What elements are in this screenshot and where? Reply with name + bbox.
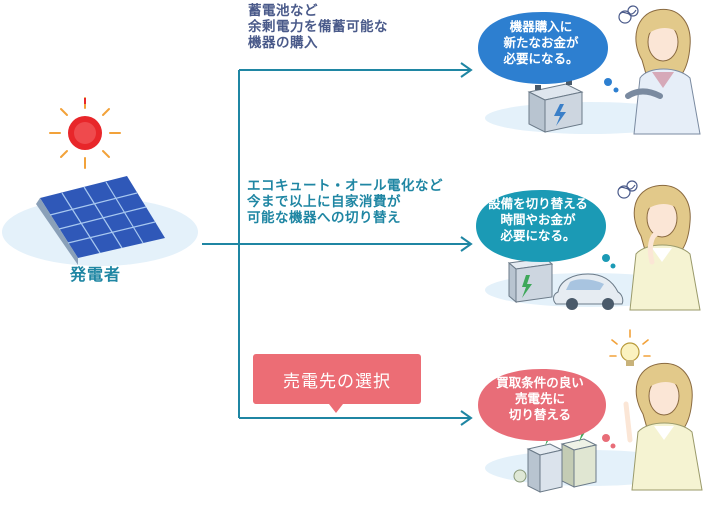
woman-idea-icon <box>623 362 703 491</box>
bubble-3-text: 買取条件の良い 売電先に 切り替える <box>480 375 600 423</box>
bubble-2 <box>476 190 606 262</box>
option-1-line-3: 機器の購入 <box>248 35 318 51</box>
option-2-line-1: エコキュート・オール電化など <box>247 178 443 194</box>
bubble-2-text: 設備を切り替える 時間やお金が 必要になる。 <box>478 196 598 244</box>
bubble-2-line-1: 設備を切り替える <box>488 196 588 211</box>
producer-label: 発電者 <box>70 265 122 284</box>
option-2-line-2: 今まで以上に自家消費が <box>247 194 401 210</box>
option-3-label: 売電先の選択 <box>253 354 421 413</box>
woman-thinking-icon <box>617 180 701 311</box>
scene-3 <box>478 329 703 493</box>
scene-1 <box>478 5 701 135</box>
water-heater-icon <box>507 246 554 304</box>
bubble-1-line-3: 必要になる。 <box>503 51 579 66</box>
lightbulb-icon <box>609 329 651 366</box>
bubble-3-line-1: 買取条件の良い <box>496 375 584 390</box>
solar-panel-icon <box>36 176 165 265</box>
bubble-3-line-2: 売電先に <box>514 391 565 406</box>
bubble-2-line-2: 時間やお金が <box>500 212 576 227</box>
bubble-3-line-3: 切り替える <box>508 407 572 422</box>
woman-worried-icon <box>618 5 701 135</box>
bubble-1 <box>478 12 608 84</box>
option-2-label: エコキュート・オール電化など 今まで以上に自家消費が 可能な機器への切り替え <box>247 178 443 226</box>
car-icon <box>553 273 624 310</box>
scene-2 <box>476 180 701 311</box>
bubble-1-text: 機器購入に 新たなお金が 必要になる。 <box>481 19 601 67</box>
bubble-1-line-1: 機器購入に <box>509 19 573 34</box>
sun-icon <box>49 97 121 169</box>
connector-lines <box>202 62 473 426</box>
battery-icon <box>527 80 584 133</box>
bubble-3 <box>478 369 606 441</box>
option-1-line-1: 蓄電池など <box>248 3 318 19</box>
bubble-2-line-3: 必要になる。 <box>500 228 576 243</box>
power-company-buildings-icon <box>513 420 598 493</box>
option-1-line-2: 余剰電力を備蓄可能な <box>248 19 388 35</box>
bubble-1-line-2: 新たなお金が <box>503 35 579 50</box>
option-2-line-3: 可能な機器への切り替え <box>247 210 401 226</box>
option-1-label: 蓄電池など 余剰電力を備蓄可能な 機器の購入 <box>248 3 388 51</box>
